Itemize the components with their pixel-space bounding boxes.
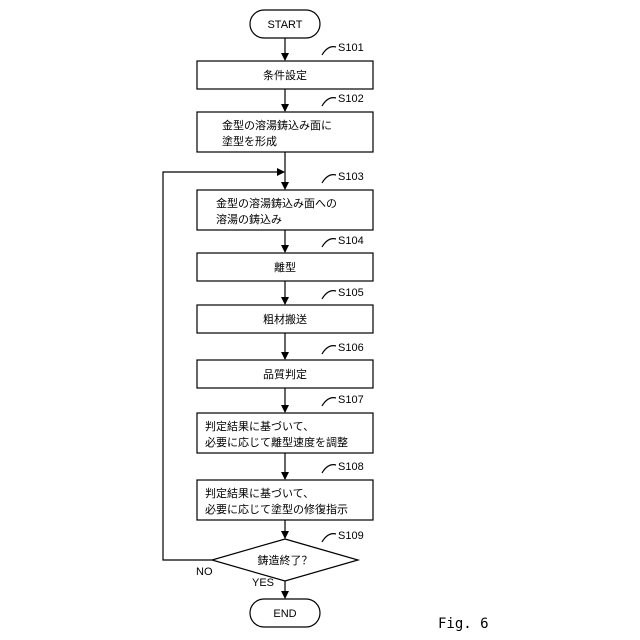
- step-s105-id: S105: [338, 287, 364, 299]
- step-s106-leader: [322, 346, 336, 354]
- step-s101-text: 条件設定: [263, 68, 307, 82]
- step-s108-text-line2: 必要に応じて塗型の修復指示: [205, 502, 348, 516]
- step-s103-text-line1: 金型の溶湯鋳込み面への: [216, 196, 337, 210]
- step-s103-leader: [322, 175, 336, 183]
- figure-label: Fig. 6: [438, 616, 489, 632]
- step-s106-id: S106: [338, 342, 364, 354]
- decision-s109-text: 鋳造終了？: [258, 553, 313, 567]
- step-s101-id: S101: [338, 42, 364, 54]
- step-s102-text-line1: 金型の溶湯鋳込み面に: [222, 118, 332, 132]
- step-s107-id: S107: [338, 394, 364, 406]
- step-s105-text: 粗材搬送: [263, 312, 307, 326]
- decision-no-label: NO: [196, 566, 213, 578]
- step-s102-leader: [322, 98, 336, 106]
- step-s107-text-line2: 必要に応じて離型速度を調整: [205, 435, 348, 449]
- step-s103-id: S103: [338, 171, 364, 183]
- step-s107-text-line1: 判定結果に基づいて、: [205, 419, 314, 433]
- step-s102-text-line2: 塗型を形成: [222, 134, 277, 148]
- decision-yes-label: YES: [252, 577, 274, 589]
- step-s104-leader: [322, 239, 336, 247]
- decision-s109-leader: [322, 534, 336, 542]
- end-label: END: [273, 608, 296, 620]
- step-s101-leader: [322, 47, 336, 55]
- step-s108-id: S108: [338, 461, 364, 473]
- step-s108-leader: [322, 465, 336, 473]
- step-s104-id: S104: [338, 235, 364, 247]
- step-s102-id: S102: [338, 93, 364, 105]
- step-s107-leader: [322, 398, 336, 406]
- start-label: START: [267, 19, 302, 31]
- step-s103-text-line2: 溶湯の鋳込み: [216, 212, 282, 226]
- decision-s109-id: S109: [338, 530, 364, 542]
- step-s104-text: 離型: [274, 260, 296, 274]
- step-s108-text-line1: 判定結果に基づいて、: [205, 486, 314, 500]
- step-s106-text: 品質判定: [263, 367, 307, 381]
- step-s105-leader: [322, 291, 336, 299]
